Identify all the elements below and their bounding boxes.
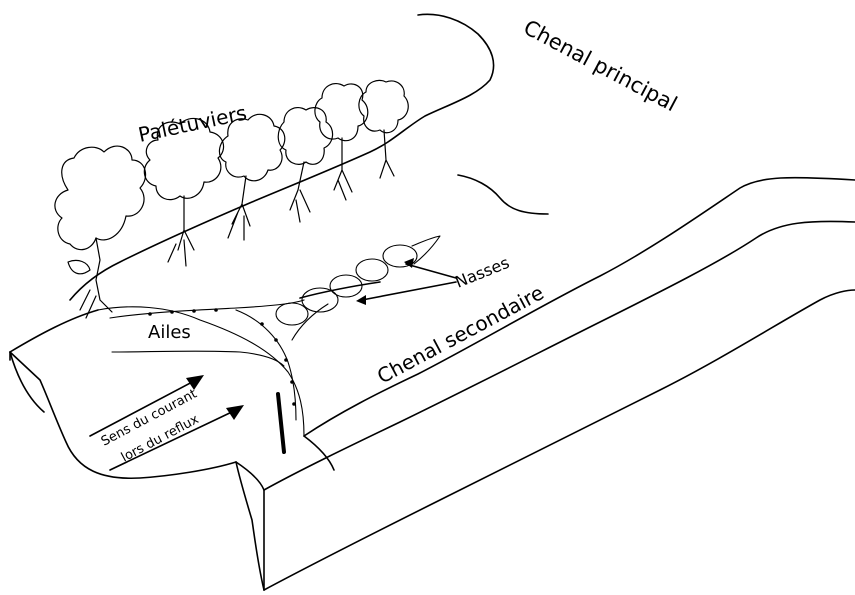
label-nasses: Nasses xyxy=(452,253,512,292)
mangrove-tree xyxy=(359,80,408,178)
secondary-channel-block xyxy=(10,178,855,590)
label-ailes: Ailes xyxy=(148,322,191,343)
fish-traps xyxy=(276,236,440,325)
label-paletuviers: Palétuviers xyxy=(136,101,249,147)
current-arrows xyxy=(90,375,244,470)
trap-wings xyxy=(110,300,328,420)
label-chenal-secondaire: Chenal secondaire xyxy=(373,280,548,388)
mangrove-tree xyxy=(278,108,332,222)
main-channel-bank xyxy=(70,14,548,300)
stake xyxy=(278,394,284,452)
label-chenal-principal: Chenal principal xyxy=(520,15,681,116)
mangrove-tree xyxy=(219,114,284,240)
mangrove-tree xyxy=(55,146,146,318)
